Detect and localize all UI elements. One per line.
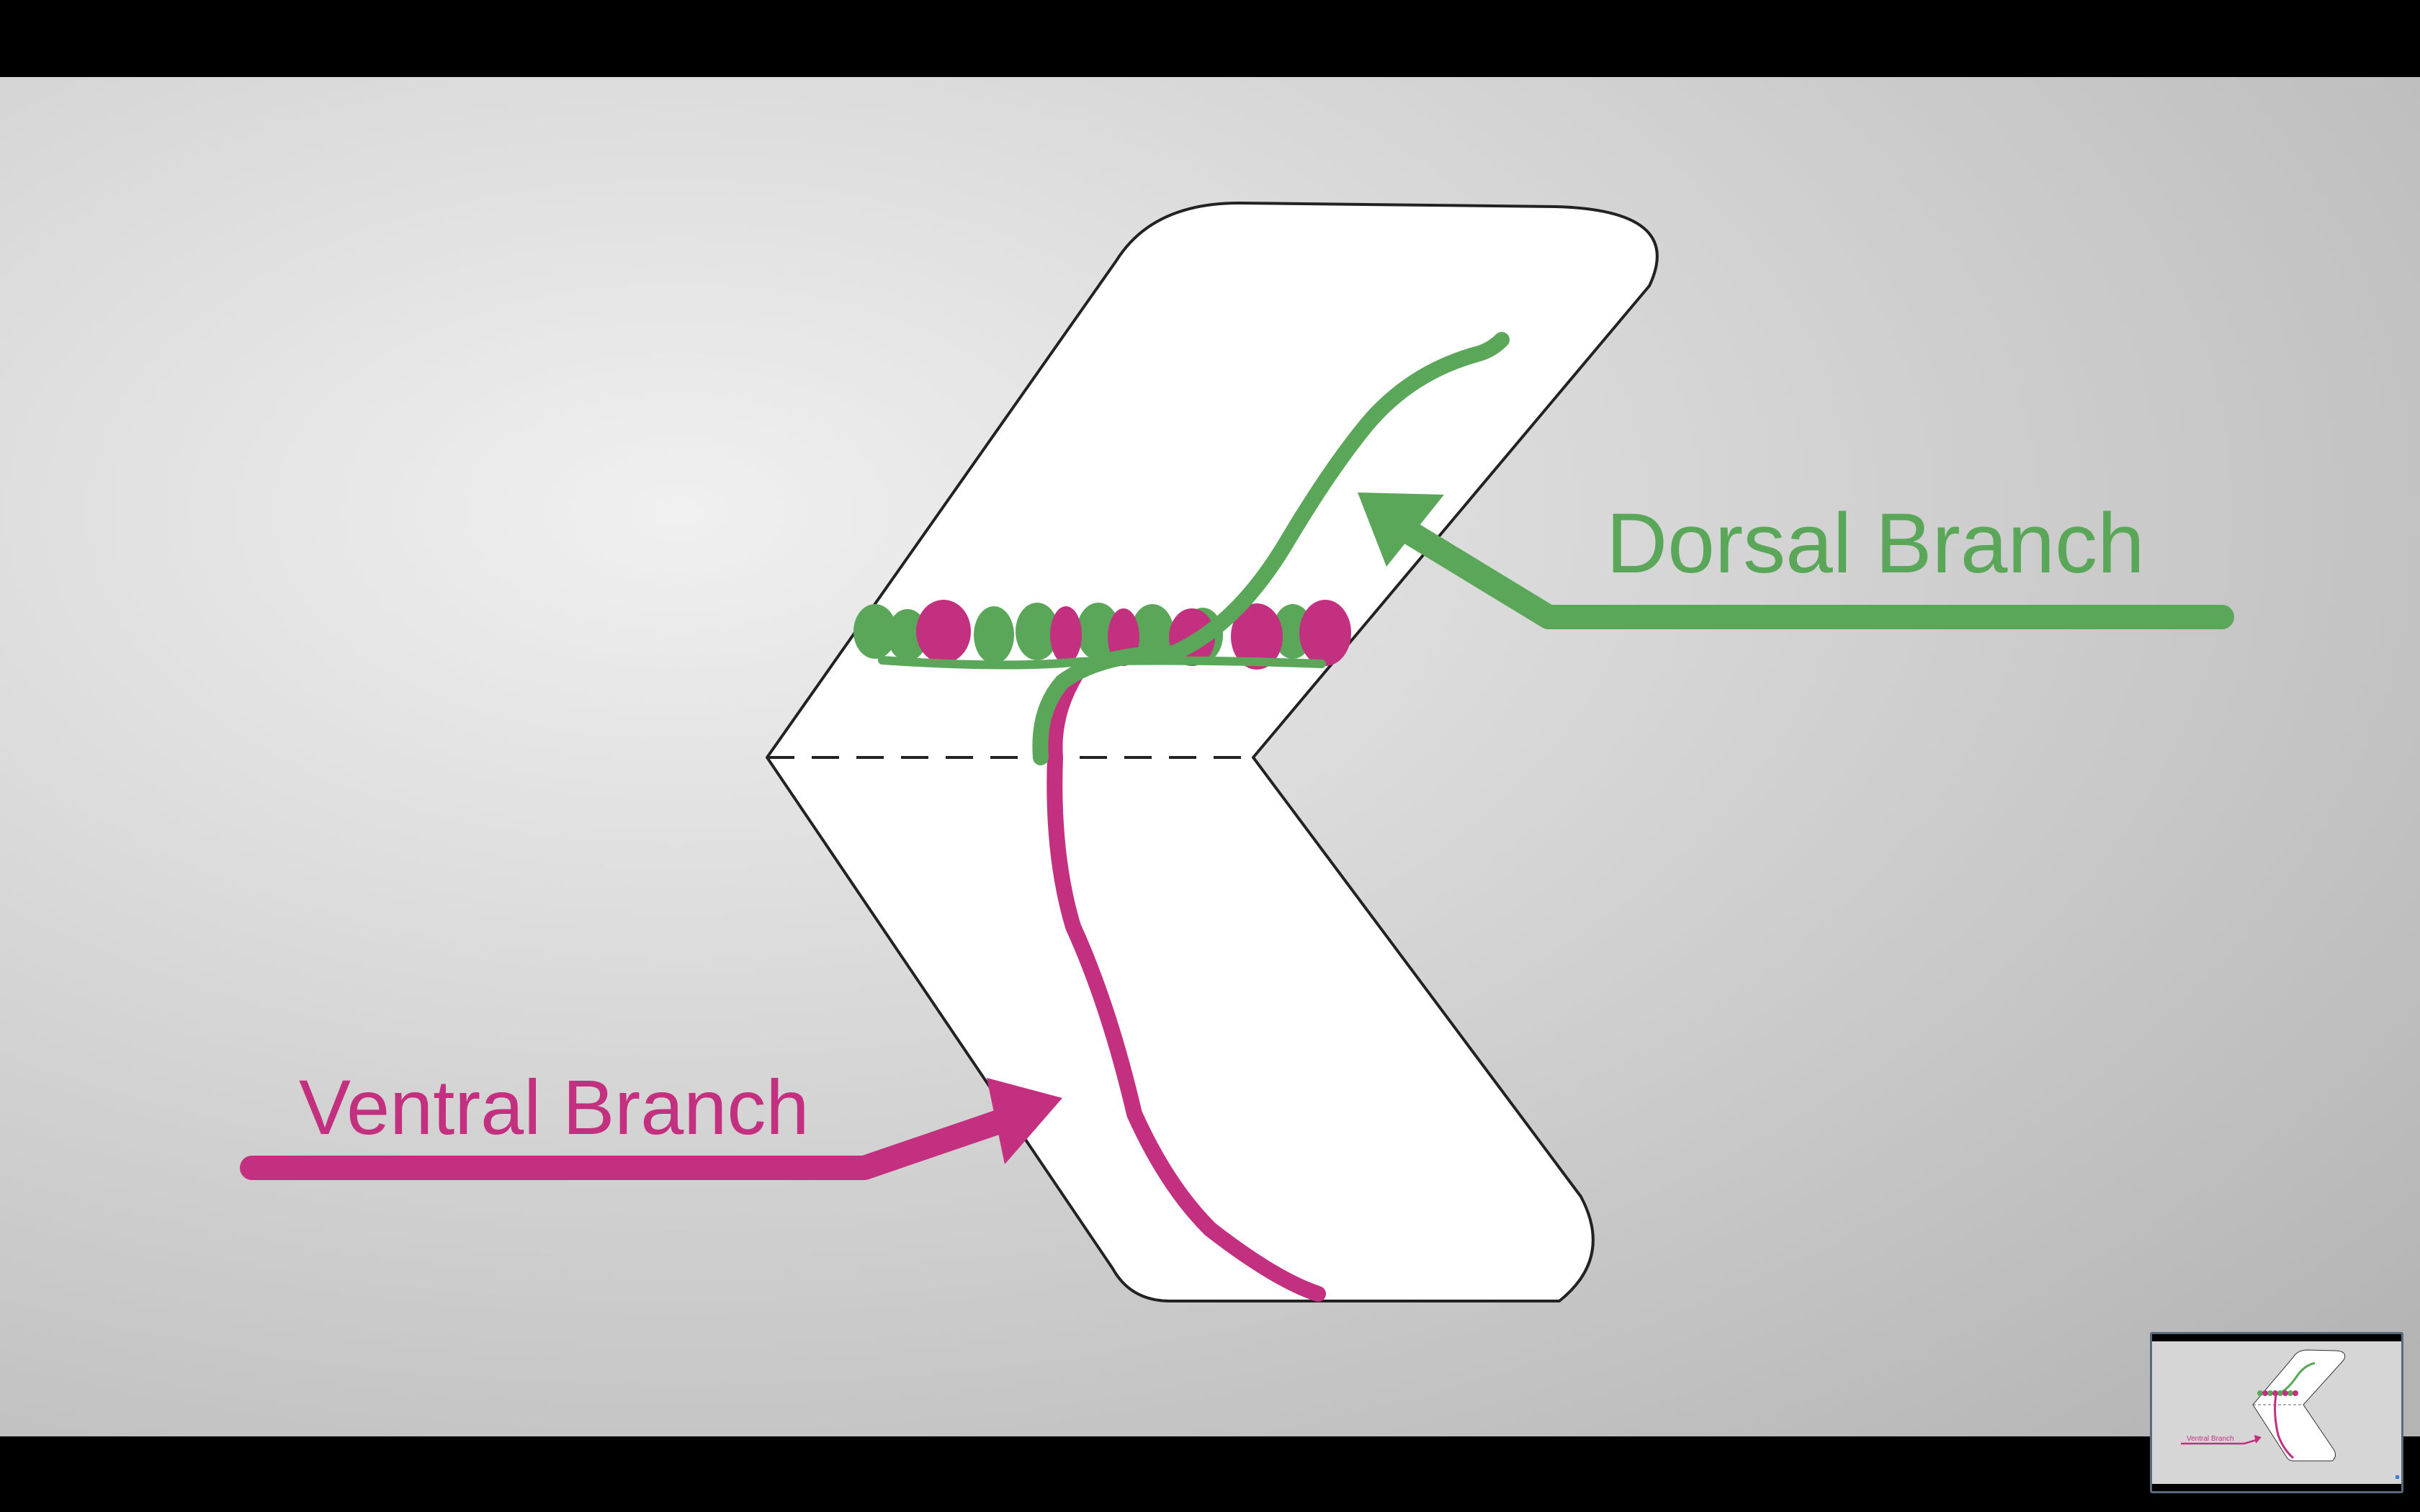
thumbnail-ventral-label: Ventral Branch: [2187, 1435, 2234, 1443]
ganglion-base-line: [878, 656, 1326, 670]
dorsal-branch-nerve: [1032, 332, 1510, 765]
dorsal-branch-label: Dorsal Branch: [1606, 496, 2145, 591]
ventral-branch-label: Ventral Branch: [299, 1063, 809, 1151]
ganglion-magenta-lobes: [916, 600, 1351, 670]
segment-shape: [766, 202, 1659, 1302]
ventral-arrow: [240, 1078, 1062, 1180]
letterbox-bottom: [0, 1436, 2420, 1512]
letterbox-top: [0, 0, 2420, 77]
dorsal-arrow: [1358, 492, 2234, 629]
thumbnail-canvas: Ventral Branch: [2152, 1341, 2401, 1484]
diagram-canvas: Dorsal Branch Ventral Branch: [0, 77, 2420, 1436]
diagram-slide: Dorsal Branch Ventral Branch: [0, 77, 2420, 1436]
slide-thumbnail[interactable]: Ventral Branch: [2150, 1332, 2403, 1493]
ventral-branch-nerve: [1047, 660, 1326, 1302]
